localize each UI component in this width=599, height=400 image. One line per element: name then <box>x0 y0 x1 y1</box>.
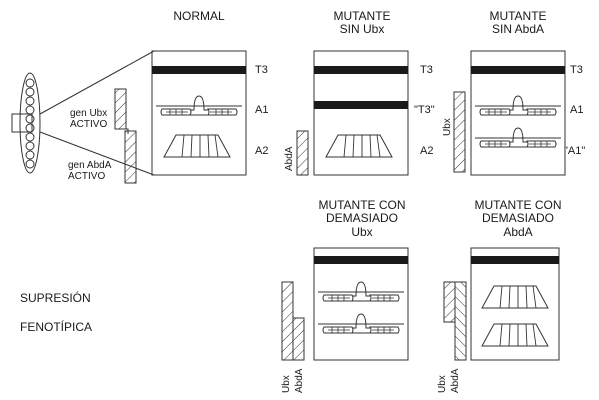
sin-abda-title-line1: MUTANTE <box>489 9 547 23</box>
side-caption-line2: FENOTÍPICA <box>20 320 93 334</box>
sin-abda-ubx-bar <box>453 91 466 173</box>
sin-ubx-abda-bar <box>296 130 309 176</box>
sin-abda-segment-a1: A1 <box>570 104 584 116</box>
normal-ubx-gene-label-line2: ACTIVO <box>70 119 108 131</box>
normal-ubx-gene-label-line1: gen Ubx <box>70 108 108 119</box>
sin-abda-segment-a1-quoted: "A1" <box>564 145 586 157</box>
sin-ubx-abda-label: AbdA <box>284 146 295 171</box>
demasiado-ubx-abda-label: AbdA <box>294 368 305 393</box>
normal-abda-gene-label-line1: gen AbdA <box>68 160 112 171</box>
demasiado-ubx-bars <box>281 281 305 361</box>
sin-abda-title: MUTANTE SIN AbdA <box>489 9 547 37</box>
demasiado-ubx-ubx-label: Ubx <box>281 375 292 393</box>
sin-abda-ubx-label: Ubx <box>442 118 453 136</box>
demasiado-abda-title-line1: MUTANTE CON <box>474 198 562 212</box>
normal-abda-gene-label-line2: ACTIVO <box>68 171 106 183</box>
side-caption-line1: SUPRESIÓN <box>20 291 91 305</box>
normal-abda-bar <box>124 130 137 184</box>
demasiado-ubx-title: MUTANTE CON DEMASIADO Ubx <box>318 198 406 239</box>
demasiado-abda-ubx-label: Ubx <box>437 375 448 393</box>
sin-ubx-panel <box>313 50 409 176</box>
demasiado-ubx-title-line1: MUTANTE CON <box>318 198 406 212</box>
normal-ubx-bar <box>114 88 129 134</box>
demasiado-abda-panel <box>470 247 560 361</box>
normal-panel <box>151 50 247 176</box>
normal-title: NORMAL <box>173 9 225 23</box>
demasiado-abda-title: MUTANTE CON DEMASIADO AbdA <box>474 198 562 239</box>
sin-ubx-title: MUTANTE SIN Ubx <box>333 9 391 37</box>
normal-segment-a1: A1 <box>255 104 269 116</box>
sin-abda-segment-t3: T3 <box>570 64 583 76</box>
normal-abda-gene-label: gen AbdA ACTIVO <box>68 160 111 182</box>
demasiado-abda-title-line2: DEMASIADO <box>481 211 555 226</box>
embryo-icon <box>11 50 155 176</box>
sin-ubx-segment-t3-quoted: "T3" <box>414 104 435 116</box>
normal-ubx-gene-label: gen Ubx ACTIVO <box>70 108 107 130</box>
sin-abda-panel <box>470 50 566 176</box>
demasiado-abda-title-line3: AbdA <box>503 224 533 239</box>
sin-ubx-segment-a2: A2 <box>420 145 434 157</box>
demasiado-ubx-panel <box>313 247 409 361</box>
sin-ubx-title-line1: MUTANTE <box>333 9 391 23</box>
demasiado-abda-bars <box>443 281 467 361</box>
sin-ubx-segment-t3: T3 <box>420 64 433 76</box>
demasiado-ubx-title-line2: DEMASIADO <box>325 211 399 226</box>
normal-segment-t3: T3 <box>255 64 268 76</box>
normal-segment-a2: A2 <box>255 145 269 157</box>
sin-abda-title-line2: SIN AbdA <box>491 22 545 37</box>
sin-ubx-title-line2: SIN Ubx <box>339 22 385 37</box>
demasiado-abda-abda-label: AbdA <box>450 368 461 393</box>
demasiado-ubx-title-line3: Ubx <box>351 224 373 239</box>
